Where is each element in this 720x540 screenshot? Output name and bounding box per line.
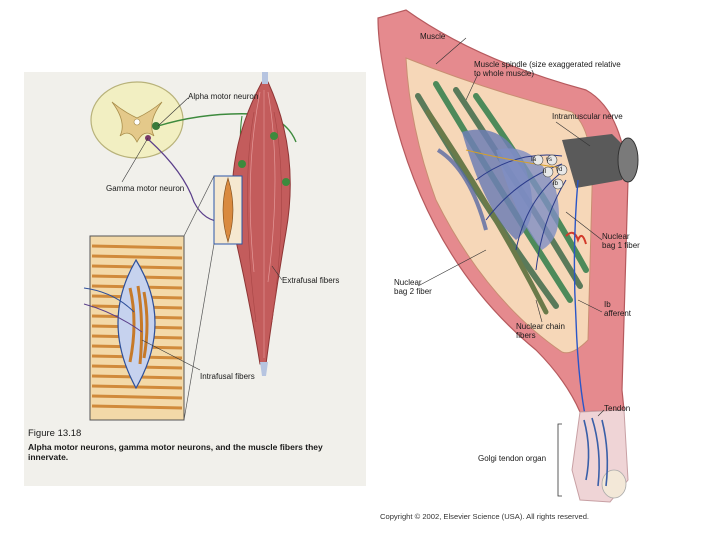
- leader-extrafusal: [271, 265, 283, 281]
- motor-endplate-3: [282, 178, 290, 186]
- sensory-ending-fiber: [465, 149, 563, 169]
- label-alpha-motor-neuron: Alpha motor neuron: [188, 92, 259, 101]
- label-tendon: Tendon: [604, 404, 631, 413]
- label-nuclear-bag-1: Nuclear bag 1 fiber: [602, 232, 640, 250]
- fiber-label-gamma-d: γd: [556, 167, 563, 173]
- figure-number: Figure 13.18: [28, 428, 82, 439]
- leader-bag2: [417, 249, 487, 287]
- nerve-fibers-into-spindle: [475, 154, 567, 271]
- motor-endplate-1: [238, 160, 246, 168]
- leader-bag1: [565, 211, 603, 241]
- fiber-label-gamma-s: γs: [546, 157, 552, 163]
- label-muscle: Muscle: [420, 32, 446, 41]
- inset-connector-top: [183, 175, 215, 237]
- tendon-cut-end: [601, 469, 627, 499]
- label-muscle-spindle: Muscle spindle (size exaggerated relativ…: [474, 60, 621, 78]
- golgi-tendon-organ-fibers: [583, 417, 609, 487]
- fiber-label-ii: II: [543, 169, 547, 175]
- spindle-inset-small: [213, 175, 243, 245]
- gamma-axon-inset: [83, 303, 143, 333]
- leader-spindle: [465, 73, 479, 101]
- right-figure-illustration: [377, 9, 639, 503]
- label-extrafusal-fibers: Extrafusal fibers: [282, 276, 340, 285]
- left-figure-panel: Alpha motor neuron Gamma motor neuron Ex…: [24, 72, 366, 486]
- leader-muscle: [435, 37, 467, 65]
- label-intrafusal-fibers: Intrafusal fibers: [200, 372, 255, 381]
- intrafusal-fibers-drawing: [128, 285, 149, 365]
- label-ib-afferent: Ib afferent: [604, 300, 631, 318]
- left-figure-illustration: [83, 72, 297, 421]
- spinal-cord-cross-section: [90, 81, 184, 159]
- leader-chain: [535, 299, 543, 323]
- label-nuclear-bag-2: Nuclear bag 2 fiber: [394, 278, 432, 296]
- fiber-label-ia: Ia: [531, 157, 537, 163]
- leader-intrafusal: [141, 339, 201, 371]
- leader-gamma: [121, 137, 149, 183]
- golgi-bracket: [557, 423, 562, 497]
- nerve-fiber-markers: [532, 154, 568, 190]
- label-golgi-tendon-organ: Golgi tendon organ: [478, 454, 547, 463]
- fiber-label-ib: Ib: [553, 181, 559, 187]
- motor-endplate-2: [270, 132, 278, 140]
- alpha-motor-neuron-soma: [152, 122, 160, 130]
- nuclear-chain-equatorial: [436, 148, 488, 231]
- sensory-axon: [83, 287, 135, 313]
- copyright-notice: Copyright © 2002, Elsevier Science (USA)…: [380, 512, 590, 521]
- leader-tendon: [597, 409, 605, 417]
- ib-afferent-ending: [565, 231, 587, 245]
- ib-afferent-fiber: [573, 179, 587, 421]
- whole-muscle: [231, 72, 291, 376]
- leader-alpha: [157, 97, 189, 127]
- figure-caption: Alpha motor neurons, gamma motor neurons…: [28, 442, 323, 462]
- label-gamma-motor-neuron: Gamma motor neuron: [106, 184, 185, 193]
- right-figure-panel: Muscle Muscle spindle (size exaggerated …: [366, 0, 720, 540]
- leader-ib: [577, 299, 603, 313]
- gamma-motor-axon: [148, 139, 225, 223]
- label-nuclear-chain: Nuclear chain fibers: [516, 322, 565, 340]
- intramuscular-nerve-cut-end: [617, 137, 639, 183]
- label-intramuscular-nerve: Intramuscular nerve: [552, 112, 623, 121]
- intramuscular-nerve-trunk: [562, 134, 628, 188]
- leader-nerve: [555, 121, 591, 147]
- inset-connector-bottom: [183, 243, 215, 421]
